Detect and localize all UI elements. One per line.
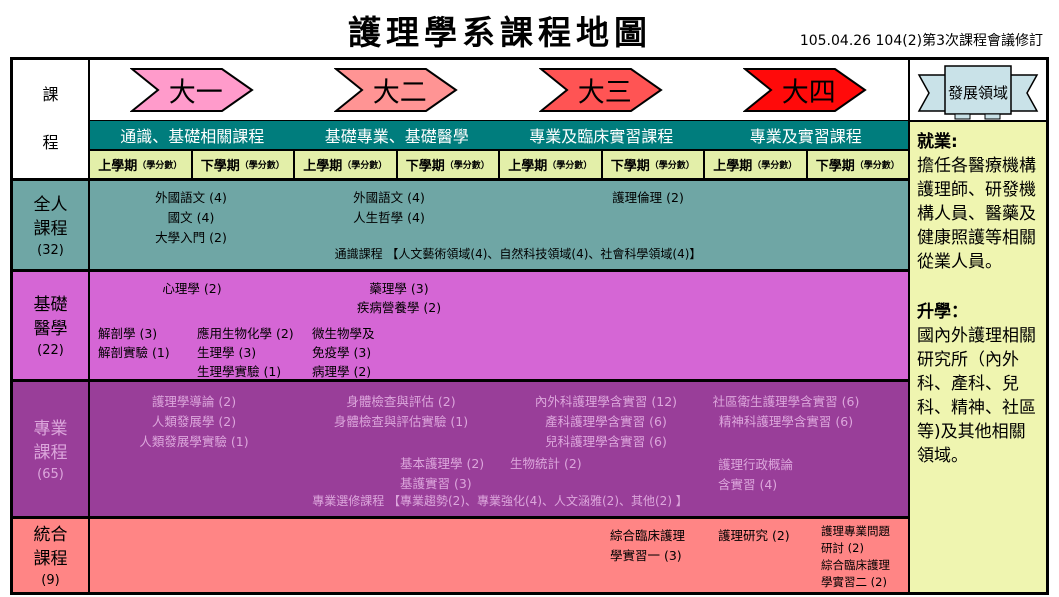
semester-sub: （學分數） <box>444 161 490 171</box>
course-group: 內外科護理學含實習 (12)產科護理學含實習 (6)兒科護理學含實習 (6) <box>534 394 678 449</box>
course-group: 微生物學及免疫學 (3)病理學 (2) <box>312 326 375 379</box>
chevron-arrow-icon <box>538 68 663 112</box>
development-banner-label: 發展領域 <box>947 84 1009 102</box>
course-group: 生物統計 (2) <box>510 456 582 471</box>
page-title: 護理學系課程地圖 <box>348 13 652 52</box>
semester-cell: 下學期（學分數） <box>397 151 500 178</box>
semester-sub: （學分數） <box>137 161 183 171</box>
semester-label: 下學期 <box>815 159 855 174</box>
semester-label: 下學期 <box>610 159 650 174</box>
course-group: 外國語文 (4)人生哲學 (4) <box>353 190 425 225</box>
course-group-note: 專業選修課程 【專業趨勢(2)、專業強化(4)、人文涵雅(2)、其他(2) 】 <box>312 494 688 508</box>
semester-label: 下學期 <box>405 159 445 174</box>
course-group: 藥理學 (3)疾病營養學 (2) <box>356 281 442 315</box>
category-bar: 通識、基礎相關課程 基礎專業、基礎醫學 專業及臨床實習課程 專業及實習課程 <box>90 120 908 149</box>
semester-sub: （學分數） <box>547 161 593 171</box>
row-basic-medicine: 基礎醫學 (22) 心理學 (2) 藥理學 (3)疾病營養學 (2) 解剖學 (… <box>13 269 908 379</box>
further-study-heading: 升學： <box>917 302 968 322</box>
development-body: 就業: 擔任各醫療機構護理師、研發機構人員、醫藥及健康照護等相關從業人員。 升學… <box>910 120 1046 592</box>
row-credits: (65) <box>37 466 64 482</box>
chevron-arrow-icon <box>129 68 254 112</box>
course-group: 護理研究 (2) <box>718 528 790 543</box>
row-label: 全人課程 (32) <box>33 194 68 258</box>
course-group: 身體檢查與評估 (2)身體檢查與評估實驗 (1) <box>333 394 469 429</box>
course-group: 綜合臨床護理學實習一 (3) <box>610 528 686 563</box>
course-group: 護理倫理 (2) <box>612 190 684 205</box>
corner-label-text: 課程 <box>42 85 59 152</box>
semester-label: 上學期 <box>713 159 753 174</box>
semester-cell: 下學期（學分數） <box>602 151 705 178</box>
course-group: 護理行政概論含實習 (4) <box>718 457 794 492</box>
course-group: 應用生物化學 (2)生理學 (3)生理學實驗 (1) <box>197 326 294 379</box>
development-column: 發展領域 就業: 擔任各醫療機構護理師、研發機構人員、醫藥及健康照護等相關從業人… <box>908 60 1046 592</box>
row-credits: (32) <box>37 242 64 258</box>
development-banner: 發展領域 <box>910 60 1046 120</box>
course-group: 心理學 (2) <box>162 281 222 296</box>
employment-body: 擔任各醫療機構護理師、研發機構人員、醫藥及健康照護等相關從業人員。 <box>917 156 1036 272</box>
revision-note: 105.04.26 104(2)第3次課程會議修訂 <box>799 33 1043 49</box>
row-label: 專業課程 (65) <box>33 418 68 482</box>
row-label: 統合課程 (9) <box>33 525 68 588</box>
semester-cell: 上學期（學分數） <box>295 151 398 178</box>
course-group-note: 通識課程 【人文藝術領域(4)、自然科技領域(4)、社會科學領域(4)】 <box>334 247 702 261</box>
year-arrow-label: 大一 <box>168 77 223 109</box>
course-group: 解剖學 (3)解剖實驗 (1) <box>98 326 170 360</box>
year-arrow-label: 大四 <box>781 77 836 109</box>
semester-label: 上學期 <box>303 159 343 174</box>
semester-sub: （學分數） <box>239 161 285 171</box>
row-credits: (22) <box>37 343 64 358</box>
category-label-general: 通識、基礎相關課程 <box>120 127 265 146</box>
semester-label: 上學期 <box>508 159 548 174</box>
curriculum-map-table: 課程 大一 大二 大三 大四 通 <box>10 57 1049 595</box>
chevron-arrow-icon <box>333 68 458 112</box>
semester-sub: （學分數） <box>854 161 900 171</box>
semester-cell: 上學期（學分數） <box>90 151 193 178</box>
course-group: 基本護理學 (2)基護實習 (3) <box>400 456 485 491</box>
corner-label: 課程 <box>13 60 88 178</box>
year-arrow-label: 大三 <box>577 77 632 109</box>
spacer <box>917 274 1041 300</box>
semester-cell: 下學期（學分數） <box>807 151 908 178</box>
year-arrow-label: 大二 <box>372 77 427 109</box>
semester-cell: 下學期（學分數） <box>192 151 295 178</box>
ribbon-banner-icon <box>917 65 1039 120</box>
course-group: 護理專業問題研討 (2)綜合臨床護理學實習二 (2) <box>821 524 890 589</box>
category-label-practicum: 專業及實習課程 <box>749 127 862 146</box>
chevron-arrow-icon <box>742 68 867 112</box>
year-arrow-2: 大二 <box>333 67 458 113</box>
further-study-body: 國內外護理相關研究所（內外科、產科、兒科、精神、社區等)及其他相關領域。 <box>917 326 1036 466</box>
semester-sub: （學分數） <box>649 161 695 171</box>
course-group: 外國語文 (4)國文 (4)大學入門 (2) <box>155 190 227 245</box>
row-integrated-courses: 統合課程 (9) 綜合臨床護理學實習一 (3) 護理研究 (2) 護理專業問題研… <box>13 516 908 592</box>
row-holistic-courses: 全人課程 (32) 外國語文 (4)國文 (4)大學入門 (2) 外國語文 (4… <box>13 178 908 269</box>
semester-cell: 上學期（學分數） <box>500 151 603 178</box>
year-arrow-4: 大四 <box>742 67 867 113</box>
year-arrow-3: 大三 <box>538 67 663 113</box>
semester-header: 上學期（學分數） 下學期（學分數） 上學期（學分數） 下學期（學分數） 上學期（… <box>90 149 908 178</box>
category-label-clinical: 專業及臨床實習課程 <box>529 127 674 146</box>
semester-label: 下學期 <box>200 159 240 174</box>
semester-sub: （學分數） <box>342 161 388 171</box>
semester-cell: 上學期（學分數） <box>705 151 808 178</box>
course-group: 護理學導論 (2)人類發展學 (2)人類發展學實驗 (1) <box>139 394 249 449</box>
semester-sub: （學分數） <box>752 161 798 171</box>
year-arrow-1: 大一 <box>129 67 254 113</box>
row-credits: (9) <box>41 573 60 588</box>
course-group: 社區衛生護理學含實習 (6)精神科護理學含實習 (6) <box>712 394 860 429</box>
employment-heading: 就業: <box>917 132 958 152</box>
category-label-basic: 基礎專業、基礎醫學 <box>324 127 469 146</box>
label-column-divider <box>88 60 90 592</box>
semester-label: 上學期 <box>98 159 138 174</box>
row-professional-courses: 專業課程 (65) 護理學導論 (2)人類發展學 (2)人類發展學實驗 (1) … <box>13 379 908 516</box>
row-label: 基礎醫學 (22) <box>33 295 68 358</box>
